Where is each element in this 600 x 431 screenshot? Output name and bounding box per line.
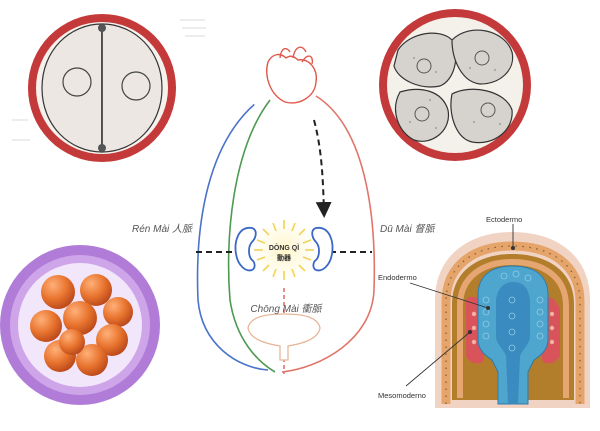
sunburst-icon [254, 220, 314, 280]
chong-mai-label: Chōng Mài 衝脈 [250, 303, 323, 315]
gastrula-image: Ectodermo Endodermo Mesomoderno [378, 215, 590, 408]
ectodermo-label: Ectodermo [486, 215, 522, 224]
endodermo-label: Endodermo [378, 273, 417, 282]
four-cell-embryo-image [379, 9, 531, 161]
du-mai-label: Dū Mài 督脈 [380, 223, 436, 235]
morula-image [0, 245, 160, 405]
meridian-diagram: DÒNG QÌ 動器 Rén Mài 人脈 Dū Mài 督脈 Chōng Mà… [132, 46, 436, 374]
dong-qi-label: DÒNG QÌ [269, 243, 299, 252]
heart-icon [266, 46, 317, 104]
two-cell-embryo-image [12, 14, 206, 162]
kidney-right-icon [311, 227, 334, 272]
mesomoderno-label: Mesomoderno [378, 391, 426, 400]
uterus-icon [247, 313, 321, 361]
dong-qi-chinese-label: 動器 [277, 253, 292, 262]
kidney-left-icon [234, 227, 257, 272]
ren-mai-label: Rén Mài 人脈 [132, 223, 194, 235]
